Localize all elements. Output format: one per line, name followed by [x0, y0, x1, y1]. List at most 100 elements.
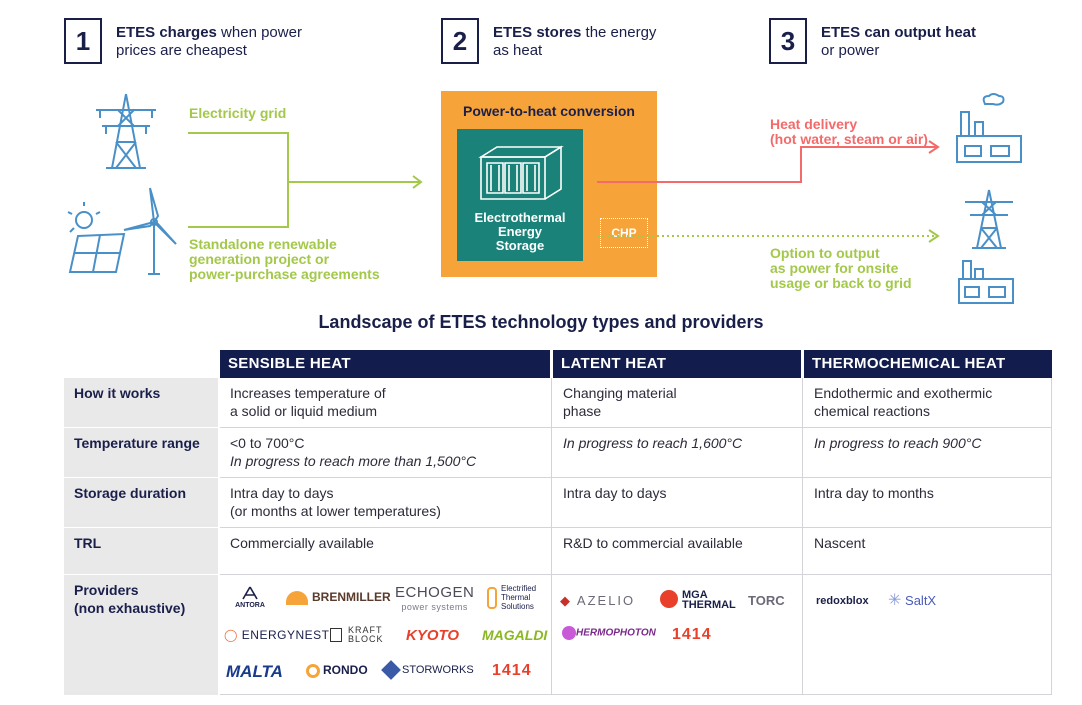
storage-container-icon [478, 145, 564, 200]
cell-trl-latent: R&D to commercial available [563, 535, 743, 551]
ets-mark-icon [487, 587, 497, 609]
logo-malta: MALTA [226, 662, 283, 681]
logo-text: STORWORKS [402, 663, 474, 676]
row-label-temperature-range: Temperature range [64, 428, 218, 477]
rondo-ring-icon [306, 663, 320, 678]
logo-echogen: ECHOGEN power systems [395, 584, 475, 614]
step-bold-text: ETES can output heat [821, 24, 977, 41]
divider [220, 427, 1052, 428]
storage-line-2: Energy [497, 224, 543, 239]
logo-kraftblock: KRAFT BLOCK [330, 626, 384, 644]
brenmiller-sun-icon [286, 590, 308, 605]
cell-line: Changing material [563, 385, 677, 401]
step-text-rest: when power [216, 24, 302, 41]
antora-mark-icon [242, 586, 258, 600]
cell-how-sensible: Increases temperature of a solid or liqu… [220, 378, 550, 420]
logo-rondo: RONDO [306, 663, 368, 678]
logo-kyoto: KYOTO [406, 627, 460, 644]
cell-temp-thermo: In progress to reach 900°C [814, 435, 982, 451]
row-label-storage-duration: Storage duration [64, 478, 218, 527]
row-label-trl: TRL [64, 528, 218, 574]
logo-text: BRENMILLER [312, 590, 391, 604]
divider [1051, 378, 1052, 694]
step-number: 2 [441, 18, 479, 64]
cell-line: chemical reactions [814, 403, 930, 419]
kraftblock-mark-icon [330, 628, 342, 642]
divider [802, 378, 803, 694]
etes-storage-box: Electrothermal Energy Storage [457, 129, 583, 261]
input-connectors [188, 132, 423, 228]
logo-storworks: STORWORKS [381, 660, 474, 680]
logo-1414-latent: 1414 [672, 626, 712, 643]
logo-text: AZELIO [576, 593, 636, 608]
heat-line-1: Heat delivery [770, 116, 858, 132]
divider [551, 378, 552, 694]
power-line-3: usage or back to grid [770, 275, 912, 291]
providers-line-2: (non exhaustive) [74, 600, 186, 616]
divider [220, 477, 1052, 478]
logo-torc: TORC [748, 593, 785, 608]
renewable-line-3: power-purchase agreements [189, 266, 380, 282]
landscape-title: Landscape of ETES technology types and p… [318, 312, 764, 332]
logo-text: ANTORA [235, 602, 265, 609]
step-number: 1 [64, 18, 102, 64]
logo-subtext: power systems [401, 602, 468, 612]
header-thermochemical-heat: THERMOCHEMICAL HEAT [804, 350, 1052, 378]
heat-delivery-label: Heat delivery (hot water, steam or air) [770, 117, 928, 147]
logo-1414-sensible: 1414 [492, 662, 532, 679]
renewable-line-1: Standalone renewable [189, 236, 337, 252]
cell-line: <0 to 700°C [230, 435, 305, 451]
row-label-how-it-works: How it works [64, 378, 218, 427]
cell-line: Endothermic and exothermic [814, 385, 993, 401]
cell-line: phase [563, 403, 602, 419]
logo-text: BLOCK [348, 634, 384, 644]
logo-text: Thermal [501, 593, 531, 602]
header-latent-heat: LATENT HEAT [553, 350, 801, 378]
logo-text: HERMOPHOTON [576, 627, 656, 639]
divider [220, 694, 1052, 695]
logo-hermophoton: HERMOPHOTON [562, 626, 656, 640]
azelio-mark-icon: ◆ [560, 593, 572, 608]
power-output-label: Option to output as power for onsite usa… [770, 246, 912, 291]
divider [220, 527, 1052, 528]
logo-redoxblox: redoxblox [816, 595, 869, 607]
energynest-mark-icon: ◯ [224, 628, 238, 642]
cell-duration-latent: Intra day to days [563, 485, 667, 501]
cell-line: a solid or liquid medium [230, 403, 378, 419]
cell-line: (or months at lower temperatures) [230, 503, 441, 519]
divider [220, 574, 1052, 575]
cell-line: Increases temperature of [230, 385, 386, 401]
cell-temp-latent: In progress to reach 1,600°C [563, 435, 743, 451]
header-sensible-heat: SENSIBLE HEAT [220, 350, 550, 378]
cell-trl-thermo: Nascent [814, 535, 866, 551]
step-bold-text: ETES stores [493, 24, 582, 41]
logo-text: ECHOGEN [395, 584, 475, 601]
logo-mga-thermal: MGA THERMAL [660, 589, 736, 611]
cell-duration-thermo: Intra day to months [814, 485, 934, 501]
logo-text: MGA [682, 589, 708, 601]
providers-line-1: Providers [74, 582, 139, 598]
logo-magaldi: MAGALDI [482, 627, 548, 643]
factory-icon-2 [958, 260, 1014, 304]
power-line-2: as power for onsite [770, 260, 899, 276]
step-text-line2: prices are cheapest [116, 42, 247, 59]
factory-icon [956, 93, 1022, 163]
row-label-providers: Providers (non exhaustive) [64, 575, 218, 695]
logo-text: KRAFT [348, 625, 383, 635]
logo-antora: ANTORA [230, 586, 270, 609]
mga-mark-icon [660, 590, 678, 608]
step-text-rest: the energy [581, 24, 657, 41]
logo-saltx: ✳ SaltX [888, 590, 936, 610]
storworks-cube-icon [381, 660, 401, 680]
hermophoton-mark-icon [562, 626, 576, 640]
saltx-mark-icon: ✳ [888, 592, 902, 609]
cell-how-latent: Changing material phase [553, 378, 801, 420]
logo-energynest: ◯ ENERGYNEST [224, 628, 329, 642]
logo-text: Electrified [501, 584, 537, 593]
renewable-line-2: generation project or [189, 251, 330, 267]
logo-ets: Electrified Thermal Solutions [487, 584, 536, 611]
cell-trl-sensible: Commercially available [230, 535, 374, 551]
